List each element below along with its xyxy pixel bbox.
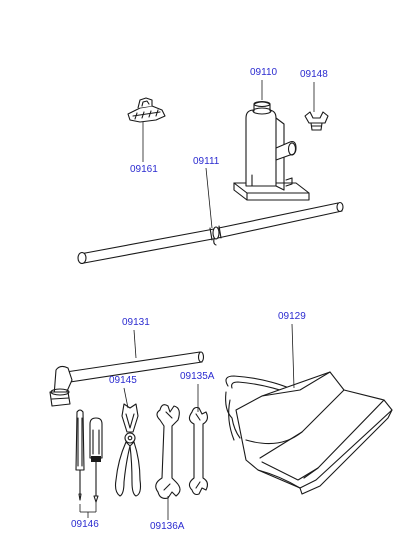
wheel-nut-wrench-icon[interactable]: [49, 351, 205, 407]
part-label-09135A[interactable]: 09135A: [180, 371, 215, 382]
open-end-spanner-large-icon[interactable]: [155, 404, 181, 499]
part-label-09146[interactable]: 09146: [71, 519, 99, 530]
part-label-09145[interactable]: 09145: [109, 375, 137, 386]
tool-bag-icon[interactable]: [225, 371, 393, 495]
part-label-09148[interactable]: 09148: [300, 69, 328, 80]
hook-hanger-icon[interactable]: [127, 97, 166, 123]
part-label-09129[interactable]: 09129: [278, 311, 306, 322]
part-label-09161[interactable]: 09161: [130, 164, 158, 175]
pliers-icon[interactable]: [114, 403, 142, 497]
part-label-09111[interactable]: 09111: [193, 156, 220, 167]
wing-nut-icon[interactable]: [304, 111, 329, 131]
screwdriver-set-icon[interactable]: [75, 409, 103, 503]
part-label-09131[interactable]: 09131: [122, 317, 150, 328]
leader-lines: [79, 80, 315, 520]
part-label-09110[interactable]: 09110: [250, 67, 278, 78]
part-label-09136A[interactable]: 09136A: [150, 521, 185, 532]
bottle-jack-icon[interactable]: [233, 100, 310, 201]
jack-handle-bar-icon[interactable]: [77, 201, 344, 265]
open-end-spanner-icon[interactable]: [188, 406, 209, 496]
